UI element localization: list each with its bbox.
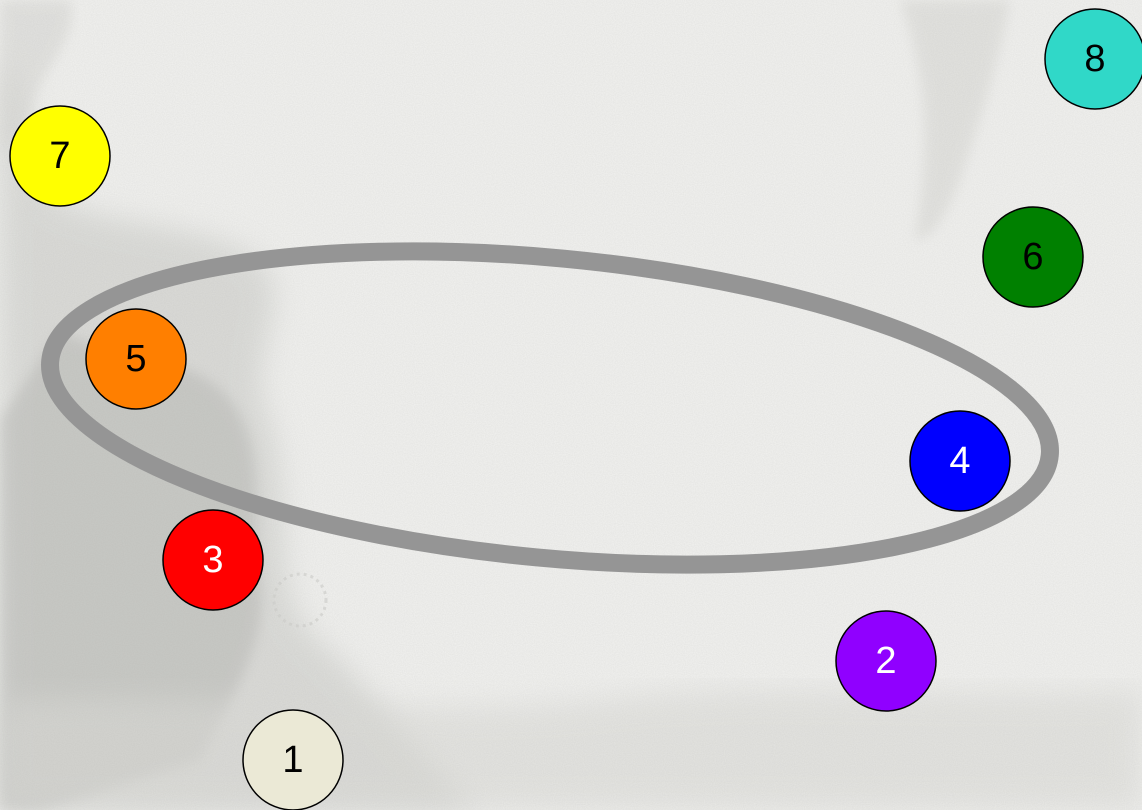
circle-token-1[interactable]: 1: [243, 710, 343, 810]
circle-token-label: 4: [949, 440, 970, 482]
circle-token-5[interactable]: 5: [86, 309, 186, 409]
circle-token-label: 8: [1084, 38, 1105, 80]
circle-token-3[interactable]: 3: [163, 510, 263, 610]
circle-token-6[interactable]: 6: [983, 207, 1083, 307]
circle-token-label: 1: [282, 739, 303, 781]
circle-token-label: 5: [125, 338, 146, 380]
circle-token-label: 6: [1022, 236, 1043, 278]
circle-token-4[interactable]: 4: [910, 411, 1010, 511]
circle-token-label: 2: [875, 640, 896, 682]
circle-token-label: 3: [202, 539, 223, 581]
circle-token-7[interactable]: 7: [10, 106, 110, 206]
circle-token-2[interactable]: 2: [836, 611, 936, 711]
circle-token-8[interactable]: 8: [1045, 9, 1142, 109]
circle-token-label: 7: [49, 135, 70, 177]
